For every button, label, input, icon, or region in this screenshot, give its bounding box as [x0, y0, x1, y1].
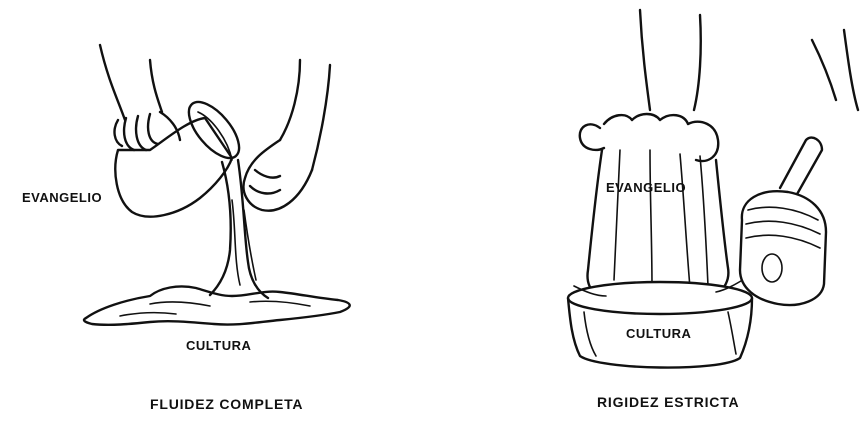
right-hand: [244, 140, 312, 211]
left-cultura-label: CULTURA: [186, 338, 251, 353]
right-cultura-label: CULTURA: [626, 326, 691, 341]
right-caption: RIGIDEZ ESTRICTA: [597, 394, 739, 410]
right-evangelio-label: EVANGELIO: [606, 180, 686, 195]
puddle-ripples: [120, 301, 310, 316]
stump-top: [568, 282, 752, 314]
mallet-arm: [812, 30, 858, 110]
pour-stream-detail: [232, 200, 256, 285]
left-evangelio-label: EVANGELIO: [22, 190, 102, 205]
right-arm: [280, 60, 330, 170]
left-caption: FLUIDEZ COMPLETA: [150, 396, 303, 412]
mallet-handle: [780, 138, 822, 196]
left-arm-left-hand-2: [150, 60, 162, 112]
holding-arm: [640, 10, 701, 110]
left-illustration: [84, 45, 350, 325]
left-arm-left-hand: [100, 45, 125, 120]
cloth-folds: [614, 150, 708, 288]
jug-body: [115, 118, 232, 217]
